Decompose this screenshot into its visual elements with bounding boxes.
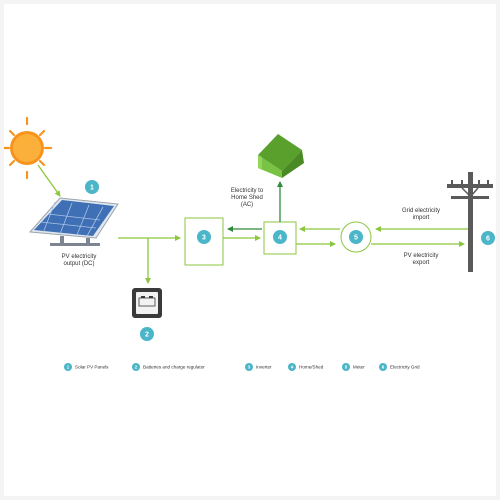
sun-icon [4,116,53,180]
svg-text:3: 3 [248,365,251,370]
node-badge-2: 2 [140,327,154,341]
svg-text:Home/Shed: Home/Shed [299,365,324,370]
house-icon [258,134,304,178]
svg-text:1: 1 [90,185,94,192]
legend-item: 5 Meter [342,363,365,371]
grid-import-label-1: Grid electricity [402,208,440,214]
battery-icon [132,288,162,318]
legend-item: 1 Solar PV Panels [64,363,109,371]
svg-text:Batteries and charge regulator: Batteries and charge regulator [143,365,205,370]
node-badge-6: 6 [481,231,495,245]
pv-output-label-1: PV electricity [62,254,97,260]
legend-item: 3 Inverter [245,363,272,371]
node-badge-4: 4 [273,230,287,244]
pv-export-label-2: export [413,260,430,266]
legend: 1 Solar PV Panels 2 Batteries and charge… [64,363,420,371]
sunlight-arrow [37,164,61,197]
svg-text:5: 5 [354,235,358,242]
diagram-canvas: 1 PV electricity output (DC) 2 3 4 [4,4,496,496]
node-badge-3: 3 [197,230,211,244]
home-label-1: Electricity to [231,188,264,194]
solar-panel-icon [28,197,119,246]
node-badge-5: 5 [349,230,363,244]
svg-text:3: 3 [202,235,206,242]
pv-export-label-1: PV electricity [404,253,439,259]
svg-text:6: 6 [486,236,490,243]
svg-text:Solar PV Panels: Solar PV Panels [75,365,109,370]
node-badge-1: 1 [85,180,99,194]
legend-item: 2 Batteries and charge regulator [132,363,205,371]
svg-text:2: 2 [145,332,149,339]
svg-text:2: 2 [135,365,138,370]
svg-text:4: 4 [291,365,294,370]
svg-text:5: 5 [345,365,348,370]
grid-import-label-2: import [413,215,430,221]
svg-text:Inverter: Inverter [256,365,272,370]
svg-text:Meter: Meter [353,365,365,370]
pv-output-label-2: output (DC) [63,261,94,267]
home-label-2: Home Shed [231,195,263,201]
svg-text:1: 1 [67,365,70,370]
utility-pole-icon [447,172,493,272]
home-label-3: (AC) [241,202,253,208]
legend-item: 4 Home/Shed [288,363,324,371]
svg-text:4: 4 [278,235,282,242]
legend-item: 6 Electricity Grid [379,363,420,371]
svg-text:6: 6 [382,365,385,370]
svg-text:Electricity Grid: Electricity Grid [390,365,420,370]
pv-system-diagram: 1 PV electricity output (DC) 2 3 4 [4,116,495,371]
